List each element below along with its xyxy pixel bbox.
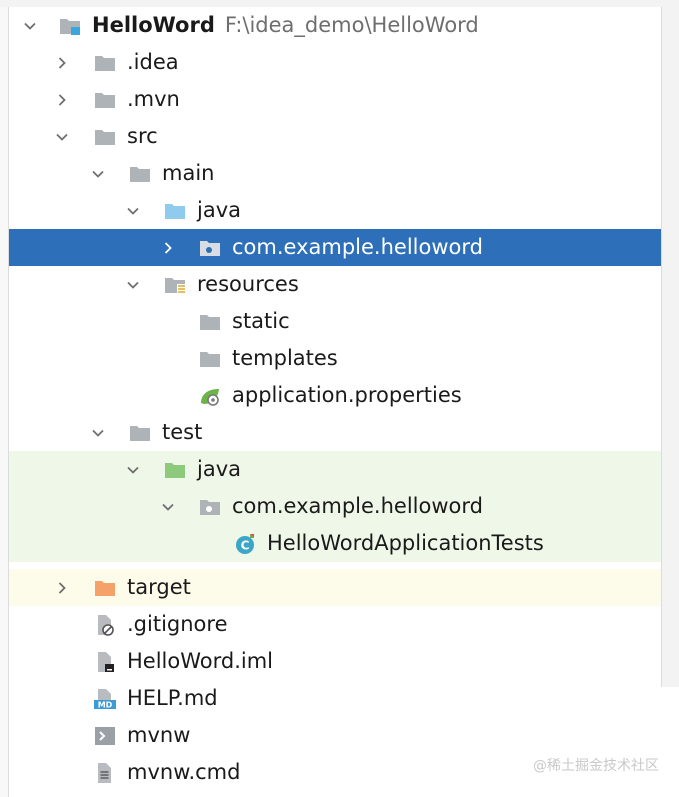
- tree-row-mvnw-cmd[interactable]: mvnw.cmd: [9, 754, 661, 791]
- chevron-right-icon[interactable]: [51, 81, 73, 118]
- item-label: mvnw.cmd: [127, 760, 241, 784]
- ignored-file-icon: [92, 606, 118, 643]
- tree-row-templates[interactable]: templates: [9, 340, 661, 377]
- resources-folder-icon: [162, 266, 188, 303]
- item-label: .mvn: [127, 87, 180, 111]
- item-label: HelloWord.iml: [127, 649, 274, 673]
- item-label: target: [127, 575, 191, 599]
- folder-icon: [197, 340, 223, 377]
- tree-row-gitignore[interactable]: .gitignore: [9, 606, 661, 643]
- chevron-down-icon[interactable]: [157, 488, 179, 525]
- chevron-down-icon[interactable]: [51, 118, 73, 155]
- tree-row-test-class[interactable]: C HelloWordApplicationTests: [9, 525, 661, 562]
- item-label: HELP.md: [127, 686, 218, 710]
- tree-row-test[interactable]: test: [9, 414, 661, 451]
- folder-icon: [197, 303, 223, 340]
- tree-row-mvn[interactable]: .mvn: [9, 81, 661, 118]
- markdown-badge-text: MD: [98, 700, 113, 709]
- item-label: com.example.helloword: [232, 494, 483, 518]
- chevron-down-icon[interactable]: [122, 451, 144, 488]
- item-label: application.properties: [232, 383, 462, 407]
- item-label: .gitignore: [127, 612, 228, 636]
- tree-row-test-java[interactable]: java: [9, 451, 661, 488]
- item-label: java: [197, 457, 241, 481]
- project-tree[interactable]: HelloWord F:\idea_demo\HelloWord .idea .m…: [8, 7, 661, 797]
- chevron-down-icon[interactable]: [87, 155, 109, 192]
- item-label: com.example.helloword: [232, 235, 483, 259]
- item-label: java: [197, 198, 241, 222]
- tree-row-main-java[interactable]: java: [9, 192, 661, 229]
- shell-script-icon: [92, 717, 118, 754]
- tree-row-mvnw[interactable]: mvnw: [9, 717, 661, 754]
- item-label: test: [162, 420, 203, 444]
- test-folder-icon: [162, 451, 188, 488]
- item-label: .idea: [127, 50, 179, 74]
- item-label: resources: [197, 272, 299, 296]
- tree-row-target[interactable]: target: [9, 569, 661, 606]
- class-badge-letter: C: [241, 538, 250, 552]
- watermark: @稀土掘金技术社区: [533, 758, 659, 774]
- item-label: static: [232, 309, 290, 333]
- text-file-icon: [92, 754, 118, 791]
- item-label: HelloWordApplicationTests: [267, 531, 544, 555]
- tree-row-main[interactable]: main: [9, 155, 661, 192]
- excluded-folder-icon: [92, 569, 118, 606]
- project-path: F:\idea_demo\HelloWord: [224, 13, 479, 37]
- tree-row-static[interactable]: static: [9, 303, 661, 340]
- folder-icon: [127, 414, 153, 451]
- java-class-icon: C: [232, 525, 258, 562]
- folder-icon: [92, 118, 118, 155]
- package-icon: [197, 488, 223, 525]
- tree-row-resources[interactable]: resources: [9, 266, 661, 303]
- tree-row-src[interactable]: src: [9, 118, 661, 155]
- tree-row-main-package[interactable]: com.example.helloword: [9, 229, 661, 266]
- tree-row-idea[interactable]: .idea: [9, 44, 661, 81]
- chevron-right-icon[interactable]: [51, 569, 73, 606]
- source-folder-icon: [162, 192, 188, 229]
- chevron-right-icon[interactable]: [51, 44, 73, 81]
- chevron-down-icon[interactable]: [122, 266, 144, 303]
- project-name-label: HelloWord F:\idea_demo\HelloWord: [92, 7, 479, 44]
- module-file-icon: [92, 643, 118, 680]
- item-label: templates: [232, 346, 338, 370]
- tree-row-test-package[interactable]: com.example.helloword: [9, 488, 661, 525]
- chevron-right-icon[interactable]: [157, 229, 179, 266]
- chevron-down-icon[interactable]: [87, 414, 109, 451]
- module-folder-icon: [57, 7, 83, 44]
- folder-icon: [127, 155, 153, 192]
- tree-row-application-properties[interactable]: application.properties: [9, 377, 661, 414]
- folder-icon: [92, 81, 118, 118]
- vertical-scrollbar[interactable]: [661, 7, 679, 687]
- tree-row-help-md[interactable]: MD HELP.md: [9, 680, 661, 717]
- tree-row-iml[interactable]: HelloWord.iml: [9, 643, 661, 680]
- top-margin: [0, 0, 679, 7]
- left-gutter: [0, 7, 8, 797]
- project-name: HelloWord: [92, 13, 215, 37]
- chevron-down-icon[interactable]: [19, 7, 41, 44]
- item-label: src: [127, 124, 158, 148]
- item-label: mvnw: [127, 723, 191, 747]
- package-icon: [197, 229, 223, 266]
- item-label: main: [162, 161, 215, 185]
- spring-properties-icon: [197, 377, 223, 414]
- chevron-down-icon[interactable]: [122, 192, 144, 229]
- folder-icon: [92, 44, 118, 81]
- tree-row-project-root[interactable]: HelloWord F:\idea_demo\HelloWord: [9, 7, 661, 44]
- markdown-file-icon: MD: [92, 680, 118, 717]
